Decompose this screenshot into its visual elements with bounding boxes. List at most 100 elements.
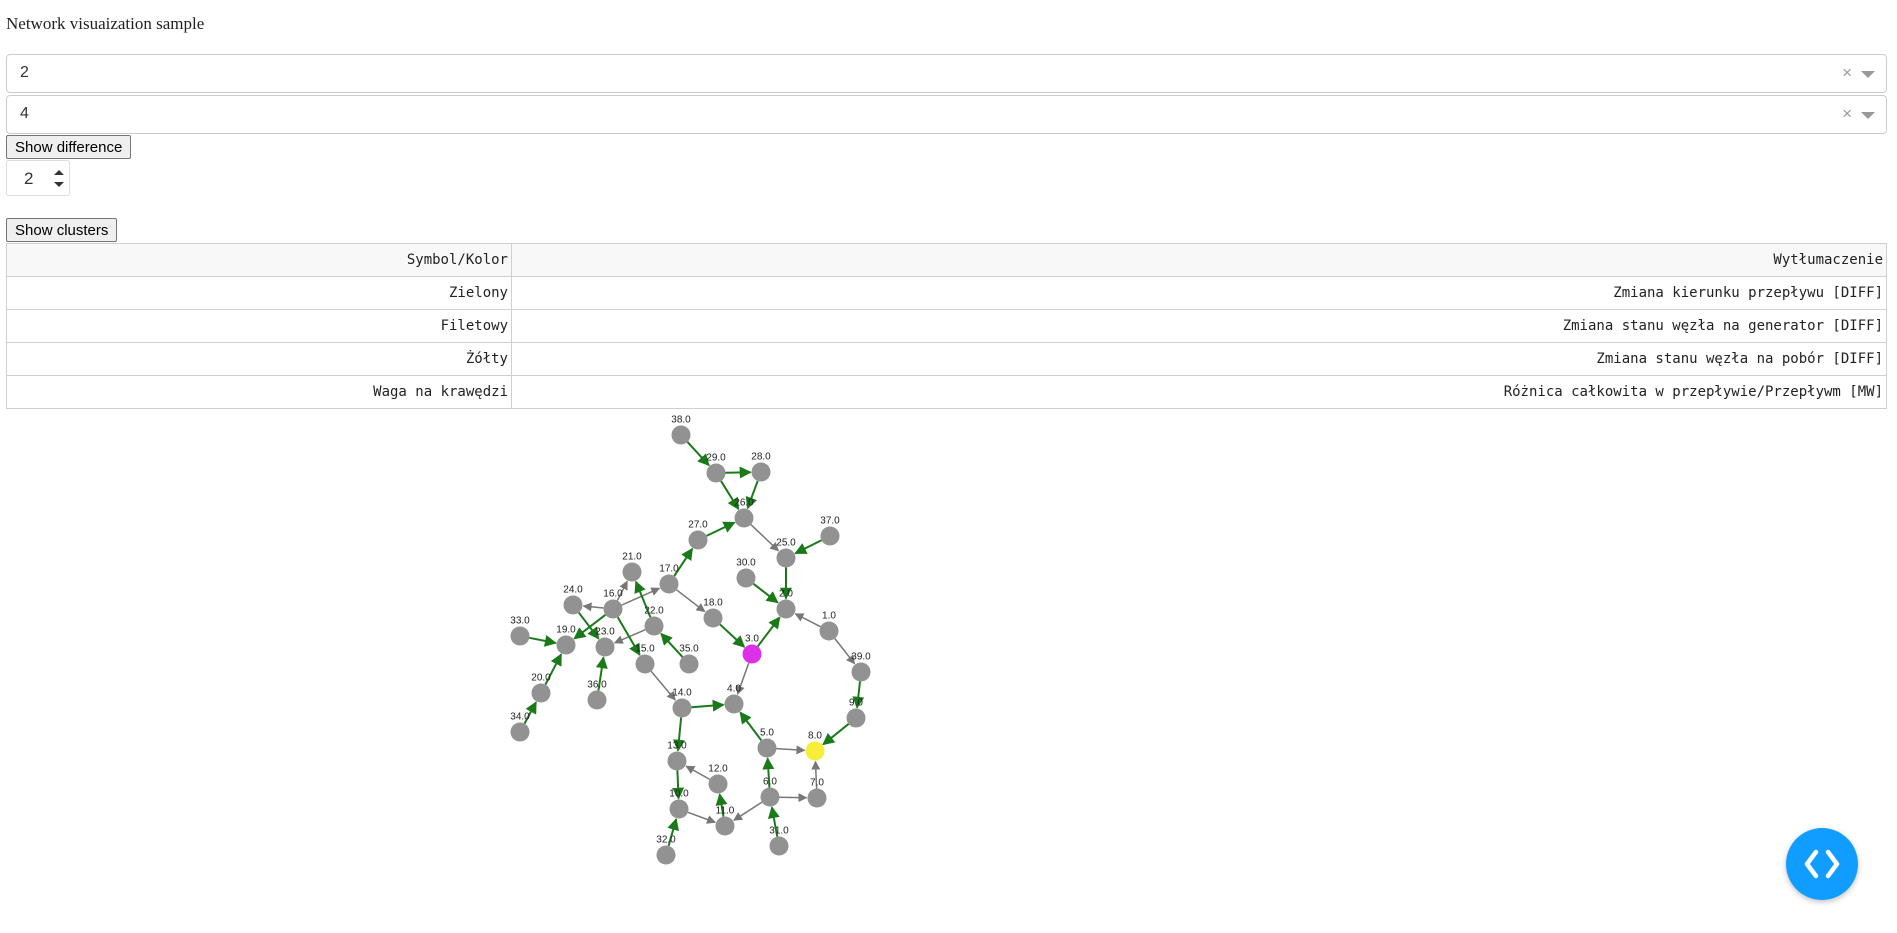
- graph-node-3.0[interactable]: [742, 644, 762, 664]
- graph-node-29.0[interactable]: [706, 463, 726, 483]
- graph-node-12.0[interactable]: [708, 774, 728, 794]
- graph-node-35.0[interactable]: [679, 654, 699, 674]
- graph-node-label: 33.0: [510, 616, 530, 627]
- edge-29.0-28.0: [725, 466, 752, 479]
- edge-9.0-8.0: [822, 723, 850, 746]
- graph-node-label: 14.0: [672, 688, 692, 699]
- graph-node-label: 36.0: [587, 680, 607, 691]
- graph-node-7.0[interactable]: [807, 788, 827, 808]
- graph-node-label: 21.0: [622, 552, 642, 563]
- graph-node-18.0[interactable]: [703, 608, 723, 628]
- first-case-dropdown[interactable]: 2 ×: [6, 54, 1887, 93]
- graph-node-2.0[interactable]: [776, 599, 796, 619]
- graph-node-15.0[interactable]: [635, 654, 655, 674]
- explanation-cell: Zmiana stanu węzła na generator [DIFF]: [511, 309, 1887, 343]
- graph-node-label: 11.0: [716, 806, 735, 817]
- graph-node-24.0[interactable]: [563, 595, 583, 615]
- edge-33.0-19.0: [529, 635, 557, 647]
- first-case-clear-icon[interactable]: ×: [1842, 63, 1852, 82]
- edge-18.0-3.0: [719, 623, 746, 648]
- edge-34.0-20.0: [523, 701, 537, 725]
- edge-17.0-27.0: [673, 547, 694, 577]
- increment-arrow-icon[interactable]: [54, 170, 64, 175]
- stepper-arrows[interactable]: [53, 166, 65, 192]
- edge-11.0-12.0: [715, 793, 728, 817]
- graph-node-38.0[interactable]: [671, 425, 691, 445]
- first-case-selected-value: 2: [20, 64, 29, 81]
- edge-30.0-2.0: [752, 583, 779, 604]
- graph-node-label: 29.0: [706, 453, 726, 464]
- graph-node-label: 6.0: [763, 777, 777, 788]
- graph-node-6.0[interactable]: [760, 787, 780, 807]
- second-case-chevron-down-icon[interactable]: [1861, 112, 1875, 119]
- graph-node-20.0[interactable]: [531, 683, 551, 703]
- graph-node-21.0[interactable]: [622, 562, 642, 582]
- graph-node-26.0[interactable]: [734, 508, 754, 528]
- legend-header-row: Symbol/Kolor Wytłumaczenie: [6, 243, 1887, 277]
- show-difference-button[interactable]: Show difference: [6, 135, 132, 159]
- graph-node-label: 27.0: [688, 520, 708, 531]
- graph-node-19.0[interactable]: [556, 635, 576, 655]
- edge-3.0-2.0: [756, 616, 781, 648]
- graph-node-label: 26.0: [734, 498, 754, 509]
- graph-node-5.0[interactable]: [757, 738, 777, 758]
- page-title: Network visuaization sample: [6, 14, 205, 33]
- code-toggle-button[interactable]: [1786, 828, 1858, 900]
- graph-node-30.0[interactable]: [736, 568, 756, 588]
- explanation-cell: Zmiana stanu węzła na pobór [DIFF]: [511, 342, 1887, 376]
- graph-node-label: 30.0: [736, 558, 756, 569]
- graph-node-34.0[interactable]: [510, 722, 530, 742]
- second-case-clear-icon[interactable]: ×: [1842, 104, 1852, 123]
- second-case-dropdown[interactable]: 4 ×: [6, 95, 1887, 134]
- edge-20.0-19.0: [544, 653, 563, 686]
- cluster-count-stepper[interactable]: 2: [6, 160, 70, 196]
- graph-node-25.0[interactable]: [776, 548, 796, 568]
- graph-node-label: 32.0: [656, 835, 676, 846]
- graph-node-8.0[interactable]: [805, 741, 825, 761]
- edge-12.0-13.0: [685, 765, 711, 781]
- graph-node-11.0[interactable]: [715, 816, 735, 836]
- edge-16.0-24.0: [582, 602, 604, 612]
- graph-node-1.0[interactable]: [819, 621, 839, 641]
- table-row: Filetowy Zmiana stanu węzła na generator…: [6, 309, 1887, 343]
- graph-node-23.0[interactable]: [595, 637, 615, 657]
- edge-16.0-19.0: [573, 613, 607, 640]
- column-header-explanation: Wytłumaczenie: [511, 243, 1887, 277]
- graph-node-label: 37.0: [820, 516, 840, 527]
- first-case-chevron-down-icon[interactable]: [1861, 71, 1875, 78]
- edge-16.0-17.0: [621, 587, 661, 606]
- graph-node-16.0[interactable]: [603, 599, 623, 619]
- graph-node-label: 31.0: [769, 826, 789, 837]
- edge-5.0-8.0: [776, 745, 806, 755]
- graph-node-4.0[interactable]: [724, 694, 744, 714]
- graph-node-14.0[interactable]: [672, 698, 692, 718]
- graph-node-37.0[interactable]: [820, 526, 840, 546]
- graph-node-27.0[interactable]: [688, 530, 708, 550]
- edge-27.0-26.0: [706, 521, 736, 537]
- graph-node-33.0[interactable]: [510, 626, 530, 646]
- graph-node-label: 15.0: [635, 644, 655, 655]
- graph-node-31.0[interactable]: [769, 836, 789, 856]
- edge-13.0-10.0: [672, 770, 685, 800]
- decrement-arrow-icon[interactable]: [54, 182, 64, 187]
- graph-node-36.0[interactable]: [587, 690, 607, 710]
- graph-node-32.0[interactable]: [656, 845, 676, 865]
- edge-29.0-26.0: [720, 480, 740, 511]
- code-brackets-icon: [1804, 849, 1840, 879]
- graph-node-label: 34.0: [510, 712, 530, 723]
- graph-node-9.0[interactable]: [846, 708, 866, 728]
- graph-node-10.0[interactable]: [669, 799, 689, 819]
- symbol-cell: Waga na krawędzi: [6, 375, 512, 409]
- edge-3.0-4.0: [736, 662, 750, 695]
- graph-node-label: 16.0: [603, 589, 623, 600]
- graph-node-28.0[interactable]: [751, 462, 771, 482]
- graph-node-13.0[interactable]: [667, 751, 687, 771]
- cluster-count-value: 2: [24, 169, 34, 188]
- graph-node-17.0[interactable]: [659, 574, 679, 594]
- graph-node-22.0[interactable]: [644, 616, 664, 636]
- show-clusters-button[interactable]: Show clusters: [6, 218, 118, 242]
- symbol-cell: Żółty: [6, 342, 512, 376]
- graph-node-label: 17.0: [659, 564, 679, 575]
- graph-node-39.0[interactable]: [851, 662, 871, 682]
